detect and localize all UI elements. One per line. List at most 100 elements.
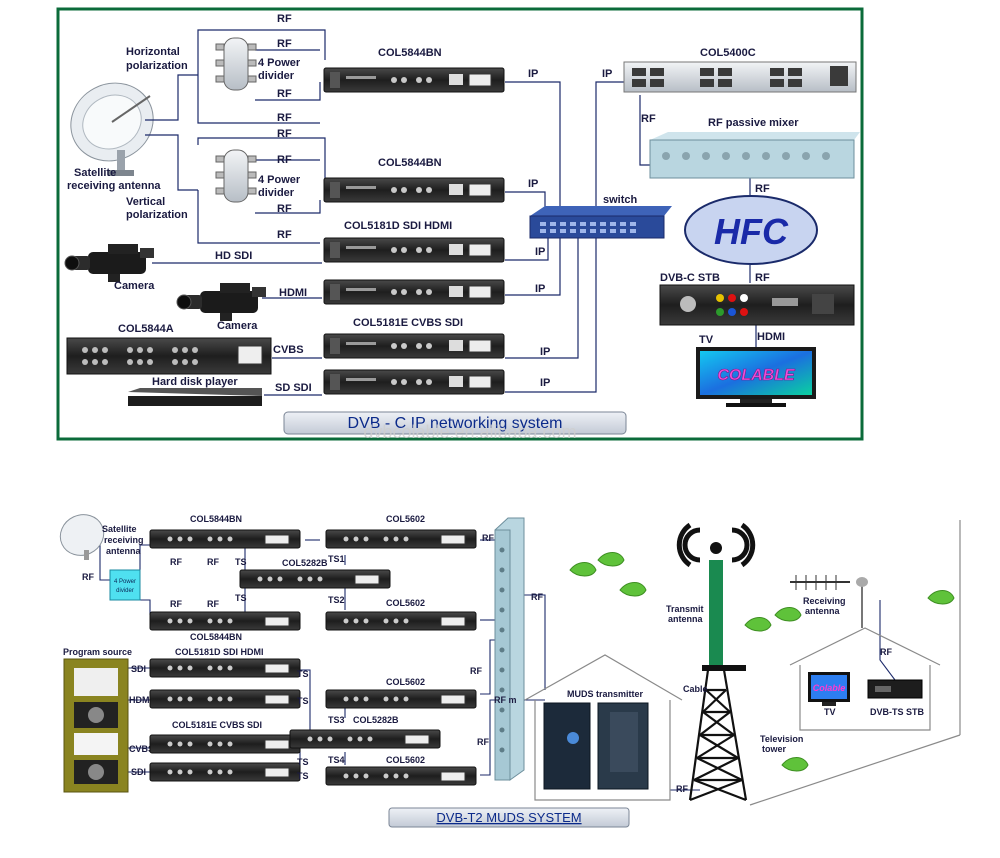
power-divider-2-line2: divider [258, 187, 295, 199]
col5602-3-label: COL5602 [386, 677, 425, 687]
watermark: dvbcolable.en.alibaba.com [363, 422, 576, 442]
dvbc-stb-icon [659, 284, 855, 326]
receiver-tv-icon [808, 672, 850, 706]
rf-label: RF [277, 88, 292, 100]
rf-label: RF [880, 647, 892, 657]
ts-label: TS [235, 593, 247, 603]
bottom-caption-box [388, 807, 630, 828]
horizontal-pol-label-2: polarization [126, 60, 188, 72]
col5844bn-2-label: COL5844BN [190, 632, 242, 642]
program-source-label: Program source [63, 647, 132, 657]
tv-label: TV [699, 334, 714, 346]
satellite-label-2: receiving antenna [67, 180, 161, 192]
rf-label: RF [277, 229, 292, 241]
device-col5181d-1 [323, 237, 505, 263]
cable-label: Cable [683, 684, 708, 694]
sdi-label: SDI [131, 767, 146, 777]
power-divider-label-2: divider [116, 588, 134, 594]
transmit-antenna-label-2: antenna [668, 614, 704, 624]
ip-label: IP [540, 377, 550, 389]
rf-mixer-vertical-icon [494, 517, 525, 781]
rf-mixer-label: RF passive mixer [708, 117, 799, 129]
device-col5844bn-1 [323, 67, 505, 93]
top-caption-box [283, 411, 627, 435]
rf-label: RF [82, 572, 94, 582]
rf-label: RF [755, 183, 770, 195]
power-divider-1-line2: divider [258, 70, 295, 82]
col5282b-1-label: COL5282B [282, 558, 328, 568]
ip-label: IP [535, 283, 545, 295]
col5602-2 [325, 611, 477, 631]
muds-transmitter-cabinets [543, 702, 649, 790]
ip-label: IP [602, 68, 612, 80]
ts3-label: TS3 [328, 715, 345, 725]
rf-label: RF [477, 737, 489, 747]
device-col5181e-label: COL5181E CVBS SDI [353, 317, 463, 329]
col5602-2-label: COL5602 [386, 598, 425, 608]
col5602-1 [325, 529, 477, 549]
power-divider-top-icon [215, 37, 257, 91]
device-col5181d-2 [323, 279, 505, 305]
cvbs-label: CVBS [273, 344, 304, 356]
dvbts-stb-icon [867, 679, 923, 699]
sd-sdi-label: SD SDI [275, 382, 312, 394]
ts-label: TS [235, 557, 247, 567]
ip-label: IP [535, 246, 545, 258]
rf-label: RF [470, 666, 482, 676]
col5602-3 [325, 689, 477, 709]
receiving-antenna-label-2: antenna [805, 606, 841, 616]
rf-label: RF [531, 592, 543, 602]
horizontal-pol-label-1: Horizontal [126, 46, 180, 58]
top-diagram: Satellite receiving antenna Horizontal p… [56, 7, 864, 442]
ip-label: IP [528, 178, 538, 190]
receiver-tv-label: TV [824, 707, 836, 717]
tower-platform [702, 665, 746, 671]
ts2-label: TS2 [328, 595, 345, 605]
rf-label: RF [676, 784, 688, 794]
hdmi-label: HDMI [757, 331, 785, 343]
power-divider-2-line1: 4 Power [258, 174, 301, 186]
rf-label: RF [277, 154, 292, 166]
rf-label: RF [277, 128, 292, 140]
hdd-player-icon [128, 388, 262, 406]
sdi-label: SDI [131, 664, 146, 674]
dvbts-stb-label: DVB-TS STB [870, 707, 925, 717]
television-tower-icon [688, 669, 748, 802]
camera-1-label: Camera [114, 280, 155, 292]
satellite-dish-icon [70, 82, 154, 176]
receiver-house-outline [749, 520, 961, 806]
col5844bn-1 [149, 529, 301, 549]
col5844bn-1-label: COL5844BN [190, 514, 242, 524]
power-divider-box [109, 569, 141, 601]
transmit-antenna-icon [676, 522, 756, 670]
ip-label: IP [540, 346, 550, 358]
ts-label: TS [297, 757, 309, 767]
satellite-dish-small-icon [59, 514, 105, 560]
rf-label: RF [170, 599, 182, 609]
hdmi-label: HDMI [279, 287, 307, 299]
hd-sdi-label: HD SDI [215, 250, 252, 262]
col5181d-label: COL5181D SDI HDMI [175, 647, 264, 657]
device-col5181d-label: COL5181D SDI HDMI [344, 220, 452, 232]
col5181d-2 [149, 689, 301, 709]
col5602-4 [325, 766, 477, 786]
satellite-small-label-1: Satellite [102, 524, 137, 534]
col5602-4-label: COL5602 [386, 755, 425, 765]
hdd-player-label: Hard disk player [152, 376, 238, 388]
tv-screen-brand: COLABLE [717, 367, 796, 384]
bottom-caption: DVB-T2 MUDS SYSTEM [436, 810, 581, 825]
ts-label: TS [297, 669, 309, 679]
vertical-pol-label-2: polarization [126, 209, 188, 221]
col5181e-1 [149, 734, 301, 754]
rf-label: RF [755, 272, 770, 284]
receiving-antenna-label-1: Receiving [803, 596, 846, 606]
program-source-panel [63, 658, 129, 793]
col5181e-label: COL5181E CVBS SDI [172, 720, 262, 730]
ts-label: TS [297, 771, 309, 781]
rf-label: RF [277, 38, 292, 50]
device-col5400c [623, 61, 857, 93]
col5181e-2 [149, 762, 301, 782]
receiver-tv-brand: Colable [813, 683, 846, 693]
ip-label: IP [528, 68, 538, 80]
